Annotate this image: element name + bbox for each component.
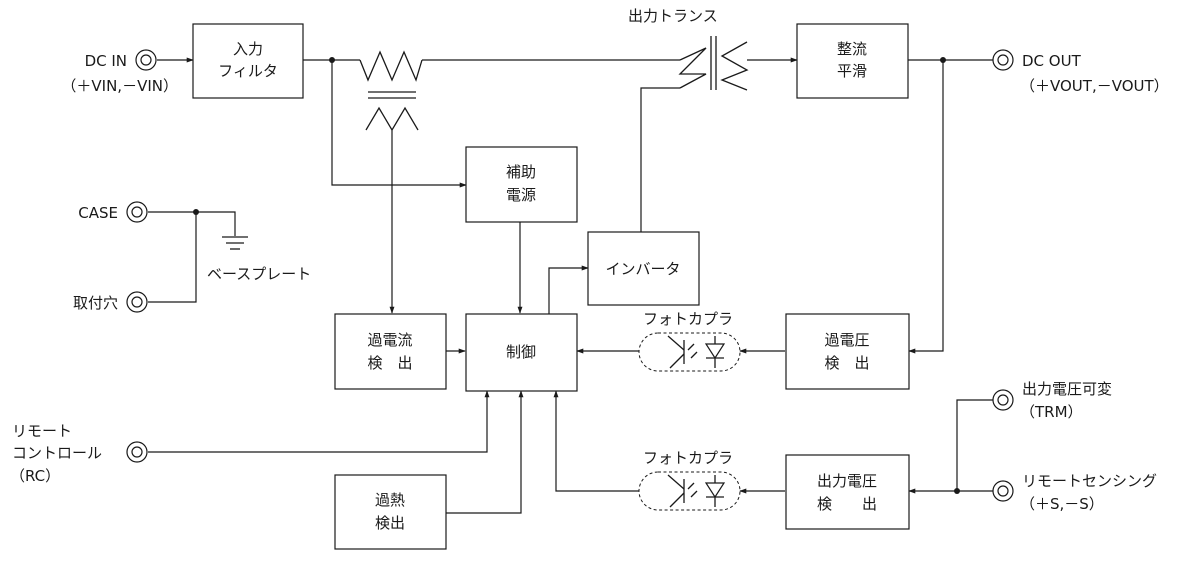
remote-sense-sub-label: （＋S,－S） bbox=[1020, 495, 1104, 513]
input-filter-line2: フィルタ bbox=[218, 62, 278, 80]
terminal-dc-out bbox=[992, 49, 1014, 71]
otp-line1: 過熱 bbox=[375, 491, 405, 509]
wire-mount bbox=[148, 212, 197, 303]
otp-line2: 検出 bbox=[375, 514, 405, 532]
mount-hole-label: 取付穴 bbox=[73, 294, 118, 312]
wire-aux bbox=[331, 60, 467, 188]
base-plate-label: ベースプレート bbox=[207, 265, 311, 283]
dc-out-sub-label: （＋VOUT,－VOUT） bbox=[1020, 77, 1169, 95]
ocp-line2: 検 出 bbox=[367, 354, 412, 372]
terminal-trim bbox=[992, 389, 1014, 411]
inverter-label: インバータ bbox=[605, 260, 680, 278]
vdet-block: 出力電圧 検 出 bbox=[785, 454, 910, 530]
otp-block: 過熱 検出 bbox=[334, 474, 447, 550]
current-transformer-symbol bbox=[359, 50, 423, 132]
inverter-block: インバータ bbox=[587, 231, 700, 306]
photocoupler-bottom-label: フォトカプラ bbox=[643, 449, 733, 467]
terminal-remote-control bbox=[126, 441, 148, 463]
remote-control-label-1: リモート bbox=[12, 422, 72, 440]
wire-primary-inverter bbox=[640, 87, 680, 232]
case-label: CASE bbox=[78, 204, 118, 222]
aux-power-line2: 電源 bbox=[506, 186, 536, 204]
trim-label: 出力電圧可変 bbox=[1022, 380, 1112, 398]
ovp-line2: 検 出 bbox=[824, 354, 869, 372]
wire-control-inverter bbox=[548, 265, 589, 314]
ovp-line1: 過電圧 bbox=[824, 331, 869, 349]
wire-rc-control bbox=[148, 390, 490, 453]
aux-power-block: 補助 電源 bbox=[465, 146, 578, 223]
remote-control-sub-label: （RC） bbox=[10, 467, 60, 485]
rectifier-line2: 平滑 bbox=[837, 62, 867, 80]
vdet-line2: 検 出 bbox=[817, 495, 877, 513]
wire-dcout-ovp bbox=[908, 60, 944, 354]
input-filter-block: 入力 フィルタ bbox=[192, 23, 304, 99]
remote-control-label-2: コントロール bbox=[12, 444, 102, 462]
output-transformer-label: 出力トランス bbox=[628, 7, 718, 25]
photocoupler-top-symbol bbox=[638, 332, 741, 372]
rectifier-line1: 整流 bbox=[837, 40, 867, 58]
photocoupler-top-label: フォトカプラ bbox=[643, 310, 733, 328]
terminal-remote-sense bbox=[992, 480, 1014, 502]
junction-dot bbox=[954, 488, 960, 494]
junction-dot bbox=[940, 57, 946, 63]
trim-sub-label: （TRM） bbox=[1020, 403, 1083, 421]
wire-otp-control bbox=[446, 390, 524, 514]
remote-sense-label: リモートセンシング bbox=[1022, 472, 1157, 490]
input-filter-line1: 入力 bbox=[233, 40, 263, 58]
ocp-line1: 過電流 bbox=[367, 331, 412, 349]
wire-case bbox=[148, 211, 236, 236]
wire-trm bbox=[956, 399, 993, 491]
control-block: 制御 bbox=[465, 313, 578, 392]
terminal-dc-in bbox=[135, 49, 157, 71]
ground-icon bbox=[222, 236, 248, 250]
ovp-block: 過電圧 検 出 bbox=[785, 313, 910, 390]
dc-out-label: DC OUT bbox=[1022, 52, 1082, 70]
control-label: 制御 bbox=[506, 343, 536, 361]
output-transformer-symbol bbox=[678, 36, 749, 91]
rectifier-block: 整流 平滑 bbox=[796, 23, 909, 99]
junction-dot bbox=[329, 57, 335, 63]
ocp-block: 過電流 検 出 bbox=[334, 313, 447, 390]
dc-in-sub-label: （＋VIN,－VIN） bbox=[61, 77, 178, 95]
terminal-case bbox=[126, 201, 148, 223]
junction-dot bbox=[193, 209, 199, 215]
aux-power-line1: 補助 bbox=[506, 163, 536, 181]
photocoupler-bottom-symbol bbox=[638, 471, 741, 511]
terminal-mount-hole bbox=[126, 291, 148, 313]
wire-pc2-control bbox=[553, 390, 639, 492]
vdet-line1: 出力電圧 bbox=[817, 472, 877, 490]
dc-in-label: DC IN bbox=[85, 52, 127, 70]
